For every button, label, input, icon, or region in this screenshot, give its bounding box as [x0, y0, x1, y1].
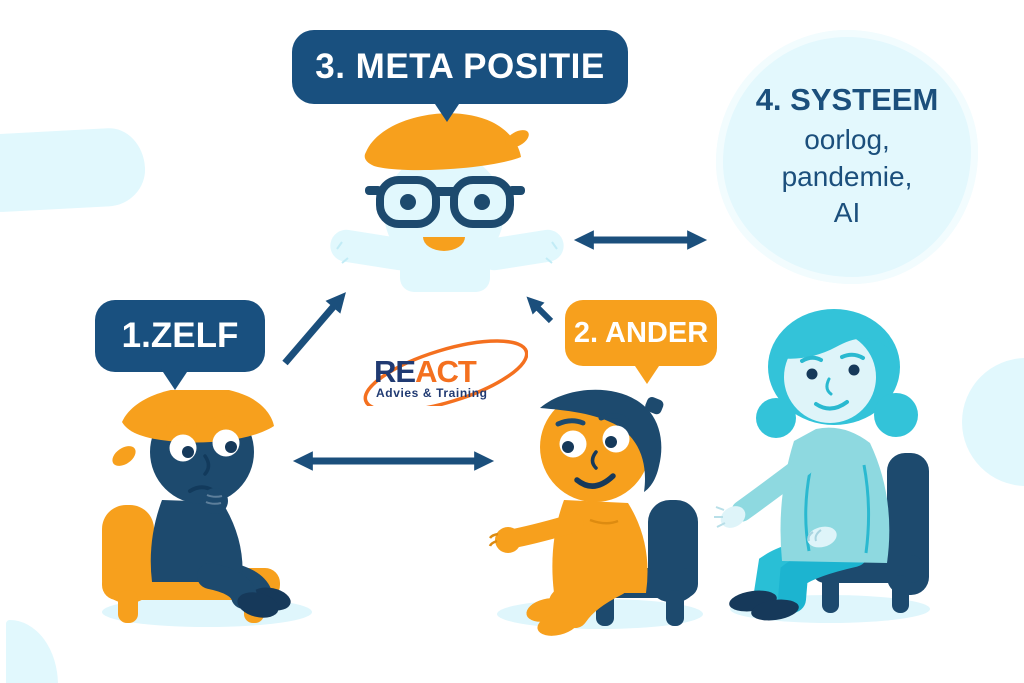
ander-nose — [590, 450, 598, 470]
ander-eyebrows — [555, 413, 629, 427]
zelf-bubble: 1.ZELF — [95, 300, 265, 372]
zelf-character-illustration — [102, 390, 312, 627]
ander-body — [488, 500, 648, 636]
systeem-person-eyebrows — [800, 352, 865, 363]
ander-mouth — [574, 473, 616, 489]
meta-person-hair — [364, 113, 529, 171]
meta-positie-bubble: 3. META POSITIE — [292, 30, 628, 104]
background-blob-right — [962, 358, 1024, 486]
background-blob-left — [0, 126, 147, 214]
meta-person-mouth — [423, 237, 465, 251]
react-logo: REACT Advies & Training — [352, 336, 528, 406]
react-logo-re: RE — [374, 354, 416, 389]
meta-person-illustration — [330, 113, 564, 292]
arrow-ander-meta — [526, 296, 554, 324]
systeem-person-eyes — [806, 364, 860, 380]
ander-character-illustration — [488, 389, 703, 636]
systeem-person-nose — [825, 377, 833, 396]
react-logo-subtitle: Advies & Training — [376, 386, 488, 400]
react-logo-wordmark: REACT — [374, 354, 477, 390]
systeem-person-mouth — [814, 400, 849, 411]
meta-positie-label: 3. META POSITIE — [315, 47, 605, 86]
systeem-line-2: pandemie, — [781, 160, 913, 192]
zelf-eyebrows — [166, 415, 240, 429]
systeem-bubble: 4. SYSTEEM oorlog, pandemie, AI — [716, 30, 978, 284]
zelf-bubble-tail — [161, 369, 189, 390]
zelf-hair — [112, 390, 274, 466]
meta-person-right-eye — [474, 194, 490, 210]
background-blob-bottom-left — [6, 620, 58, 683]
ander-label: 2. ANDER — [573, 316, 709, 349]
ander-bubble: 2. ANDER — [565, 300, 717, 366]
systeem-title: 4. SYSTEEM — [755, 82, 939, 118]
systeem-line-3: AI — [833, 197, 861, 229]
meta-person-left-eye — [400, 194, 416, 210]
systeem-line-1: oorlog, — [804, 124, 890, 156]
zelf-eyes — [169, 429, 240, 462]
zelf-body — [150, 500, 291, 618]
zelf-nose — [203, 454, 211, 476]
ander-hair — [540, 389, 664, 492]
systeem-person-illustration — [714, 309, 930, 623]
arrow-zelf-meta — [282, 292, 346, 366]
ander-eyes — [559, 425, 630, 458]
react-logo-act: ACT — [415, 354, 477, 389]
ander-bubble-tail — [633, 363, 661, 384]
zelf-label: 1.ZELF — [121, 316, 239, 355]
systeem-person-fringe — [774, 313, 892, 359]
systeem-person-chair — [812, 453, 929, 613]
systeem-person-torso — [714, 427, 890, 563]
react-logo-swoosh — [363, 339, 528, 406]
zelf-hand-at-chin — [202, 488, 228, 514]
